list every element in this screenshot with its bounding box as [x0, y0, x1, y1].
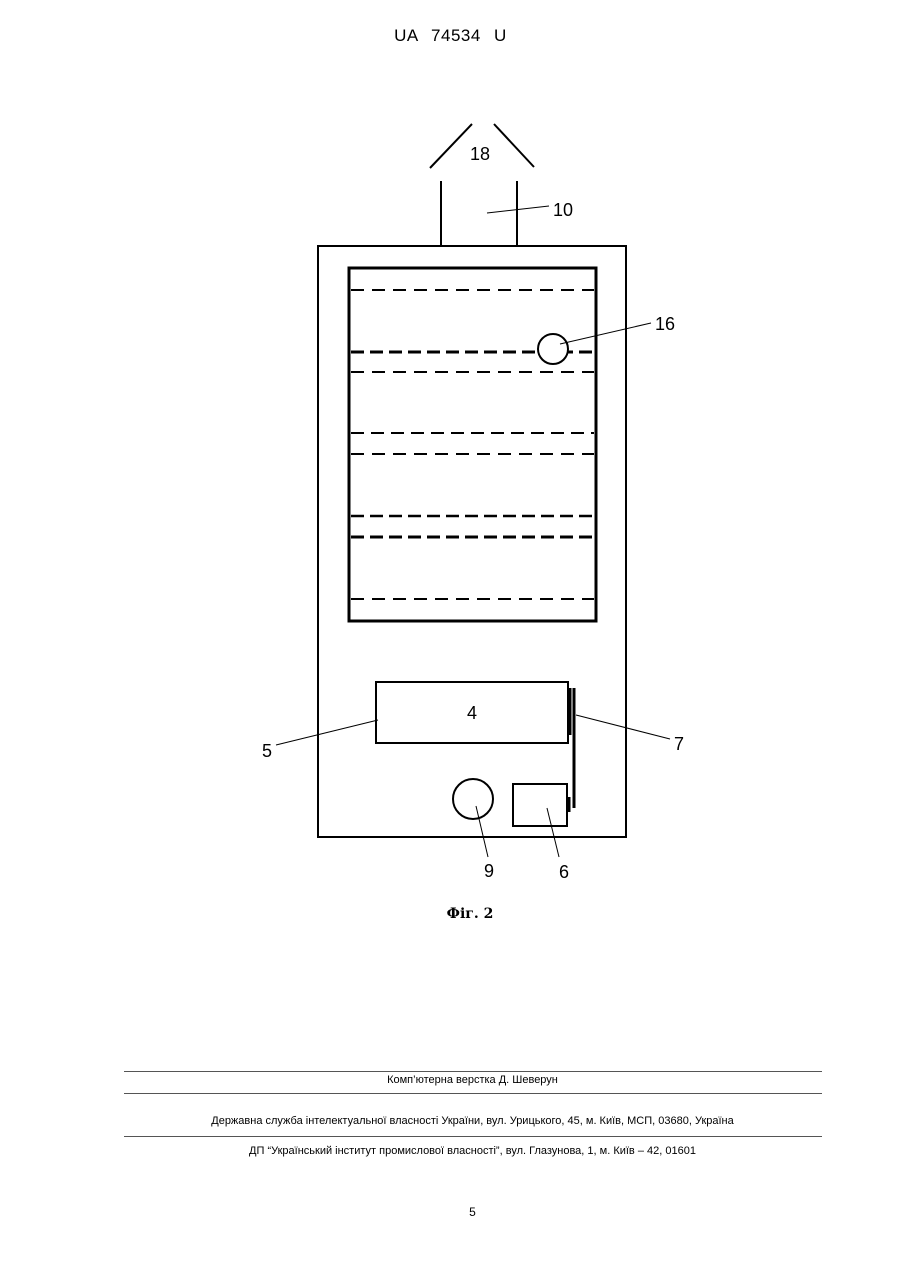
- figure-caption: Фіг. 2: [0, 906, 901, 922]
- footer-layout-credit: Комп’ютерна верстка Д. Шеверун: [0, 1074, 901, 1086]
- label-6: 6: [559, 862, 569, 882]
- label-7: 7: [674, 734, 684, 754]
- outer-housing: [318, 246, 626, 837]
- leader-6: [547, 808, 559, 857]
- footer-rule-middle: [124, 1093, 822, 1094]
- fan-circle-9: [453, 779, 493, 819]
- footer-rule-bottom: [124, 1136, 822, 1137]
- sensor-circle-16: [538, 334, 568, 364]
- label-10: 10: [553, 200, 573, 220]
- label-16: 16: [655, 314, 675, 334]
- label-5: 5: [262, 741, 272, 761]
- control-box-6: [513, 784, 567, 826]
- leader-5: [276, 720, 378, 745]
- label-18: 18: [470, 144, 490, 164]
- leader-16: [560, 323, 651, 344]
- label-9: 9: [484, 861, 494, 881]
- inner-chamber: [349, 268, 596, 621]
- footer-rule-top: [124, 1071, 822, 1072]
- page-number: 5: [0, 1205, 901, 1219]
- label-4: 4: [467, 703, 477, 723]
- roof-left-stroke: [430, 124, 472, 168]
- footer-institute: ДП “Український інститут промислової вла…: [0, 1145, 901, 1157]
- leader-7: [576, 715, 670, 739]
- footer-agency: Державна служба інтелектуальної власност…: [0, 1115, 901, 1127]
- roof-right-stroke: [494, 124, 534, 167]
